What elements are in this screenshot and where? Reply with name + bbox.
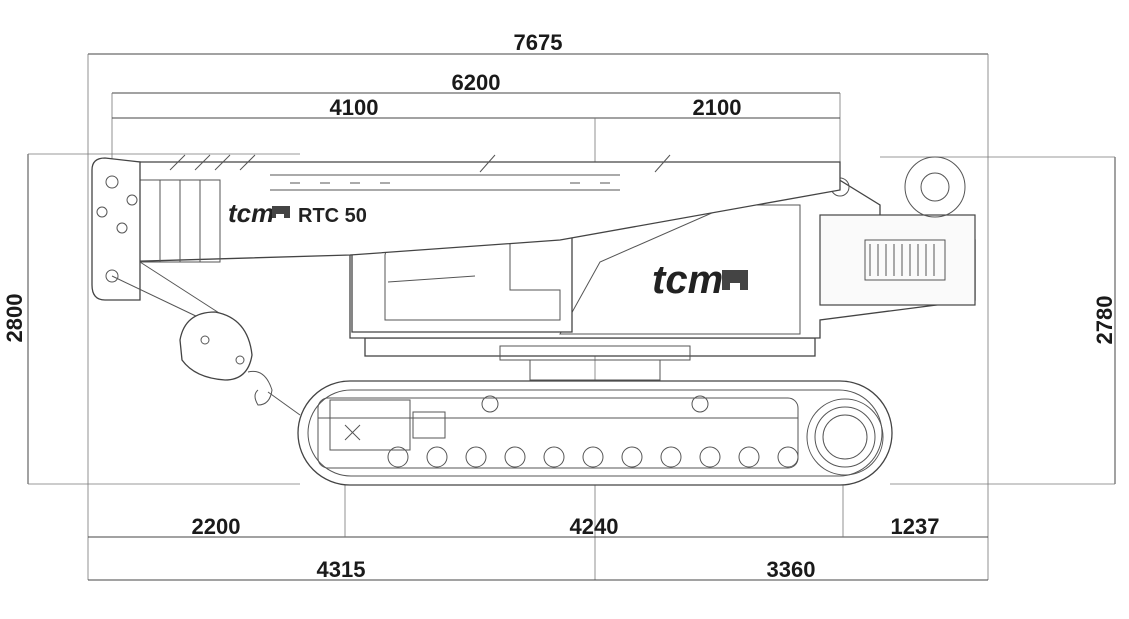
dimension-lines — [27, 53, 1116, 581]
tcm-logo-large: tcm — [652, 258, 723, 302]
tcm-logo-small: tcm — [228, 198, 274, 228]
crawler-track — [297, 380, 893, 486]
dim-overall-length: 7675 — [514, 30, 563, 55]
dim-boom-length: 6200 — [452, 70, 501, 95]
dim-height-right: 2780 — [1092, 296, 1117, 345]
hook-block — [111, 261, 301, 416]
dim-height-left: 2800 — [2, 294, 27, 343]
dim-boom-rear: 2100 — [693, 95, 742, 120]
goat-logo-icon — [272, 206, 748, 290]
telescopic-boom — [91, 154, 841, 301]
dim-lower-rear: 3360 — [767, 557, 816, 582]
dim-boom-front: 4100 — [330, 95, 379, 120]
dim-lower-front: 4315 — [317, 557, 366, 582]
dim-bottom-rear: 1237 — [891, 514, 940, 539]
dim-bottom-front: 2200 — [192, 514, 241, 539]
model-name: RTC 50 — [298, 205, 367, 227]
slewing-ring — [364, 337, 816, 381]
dim-bottom-center: 4240 — [570, 514, 619, 539]
